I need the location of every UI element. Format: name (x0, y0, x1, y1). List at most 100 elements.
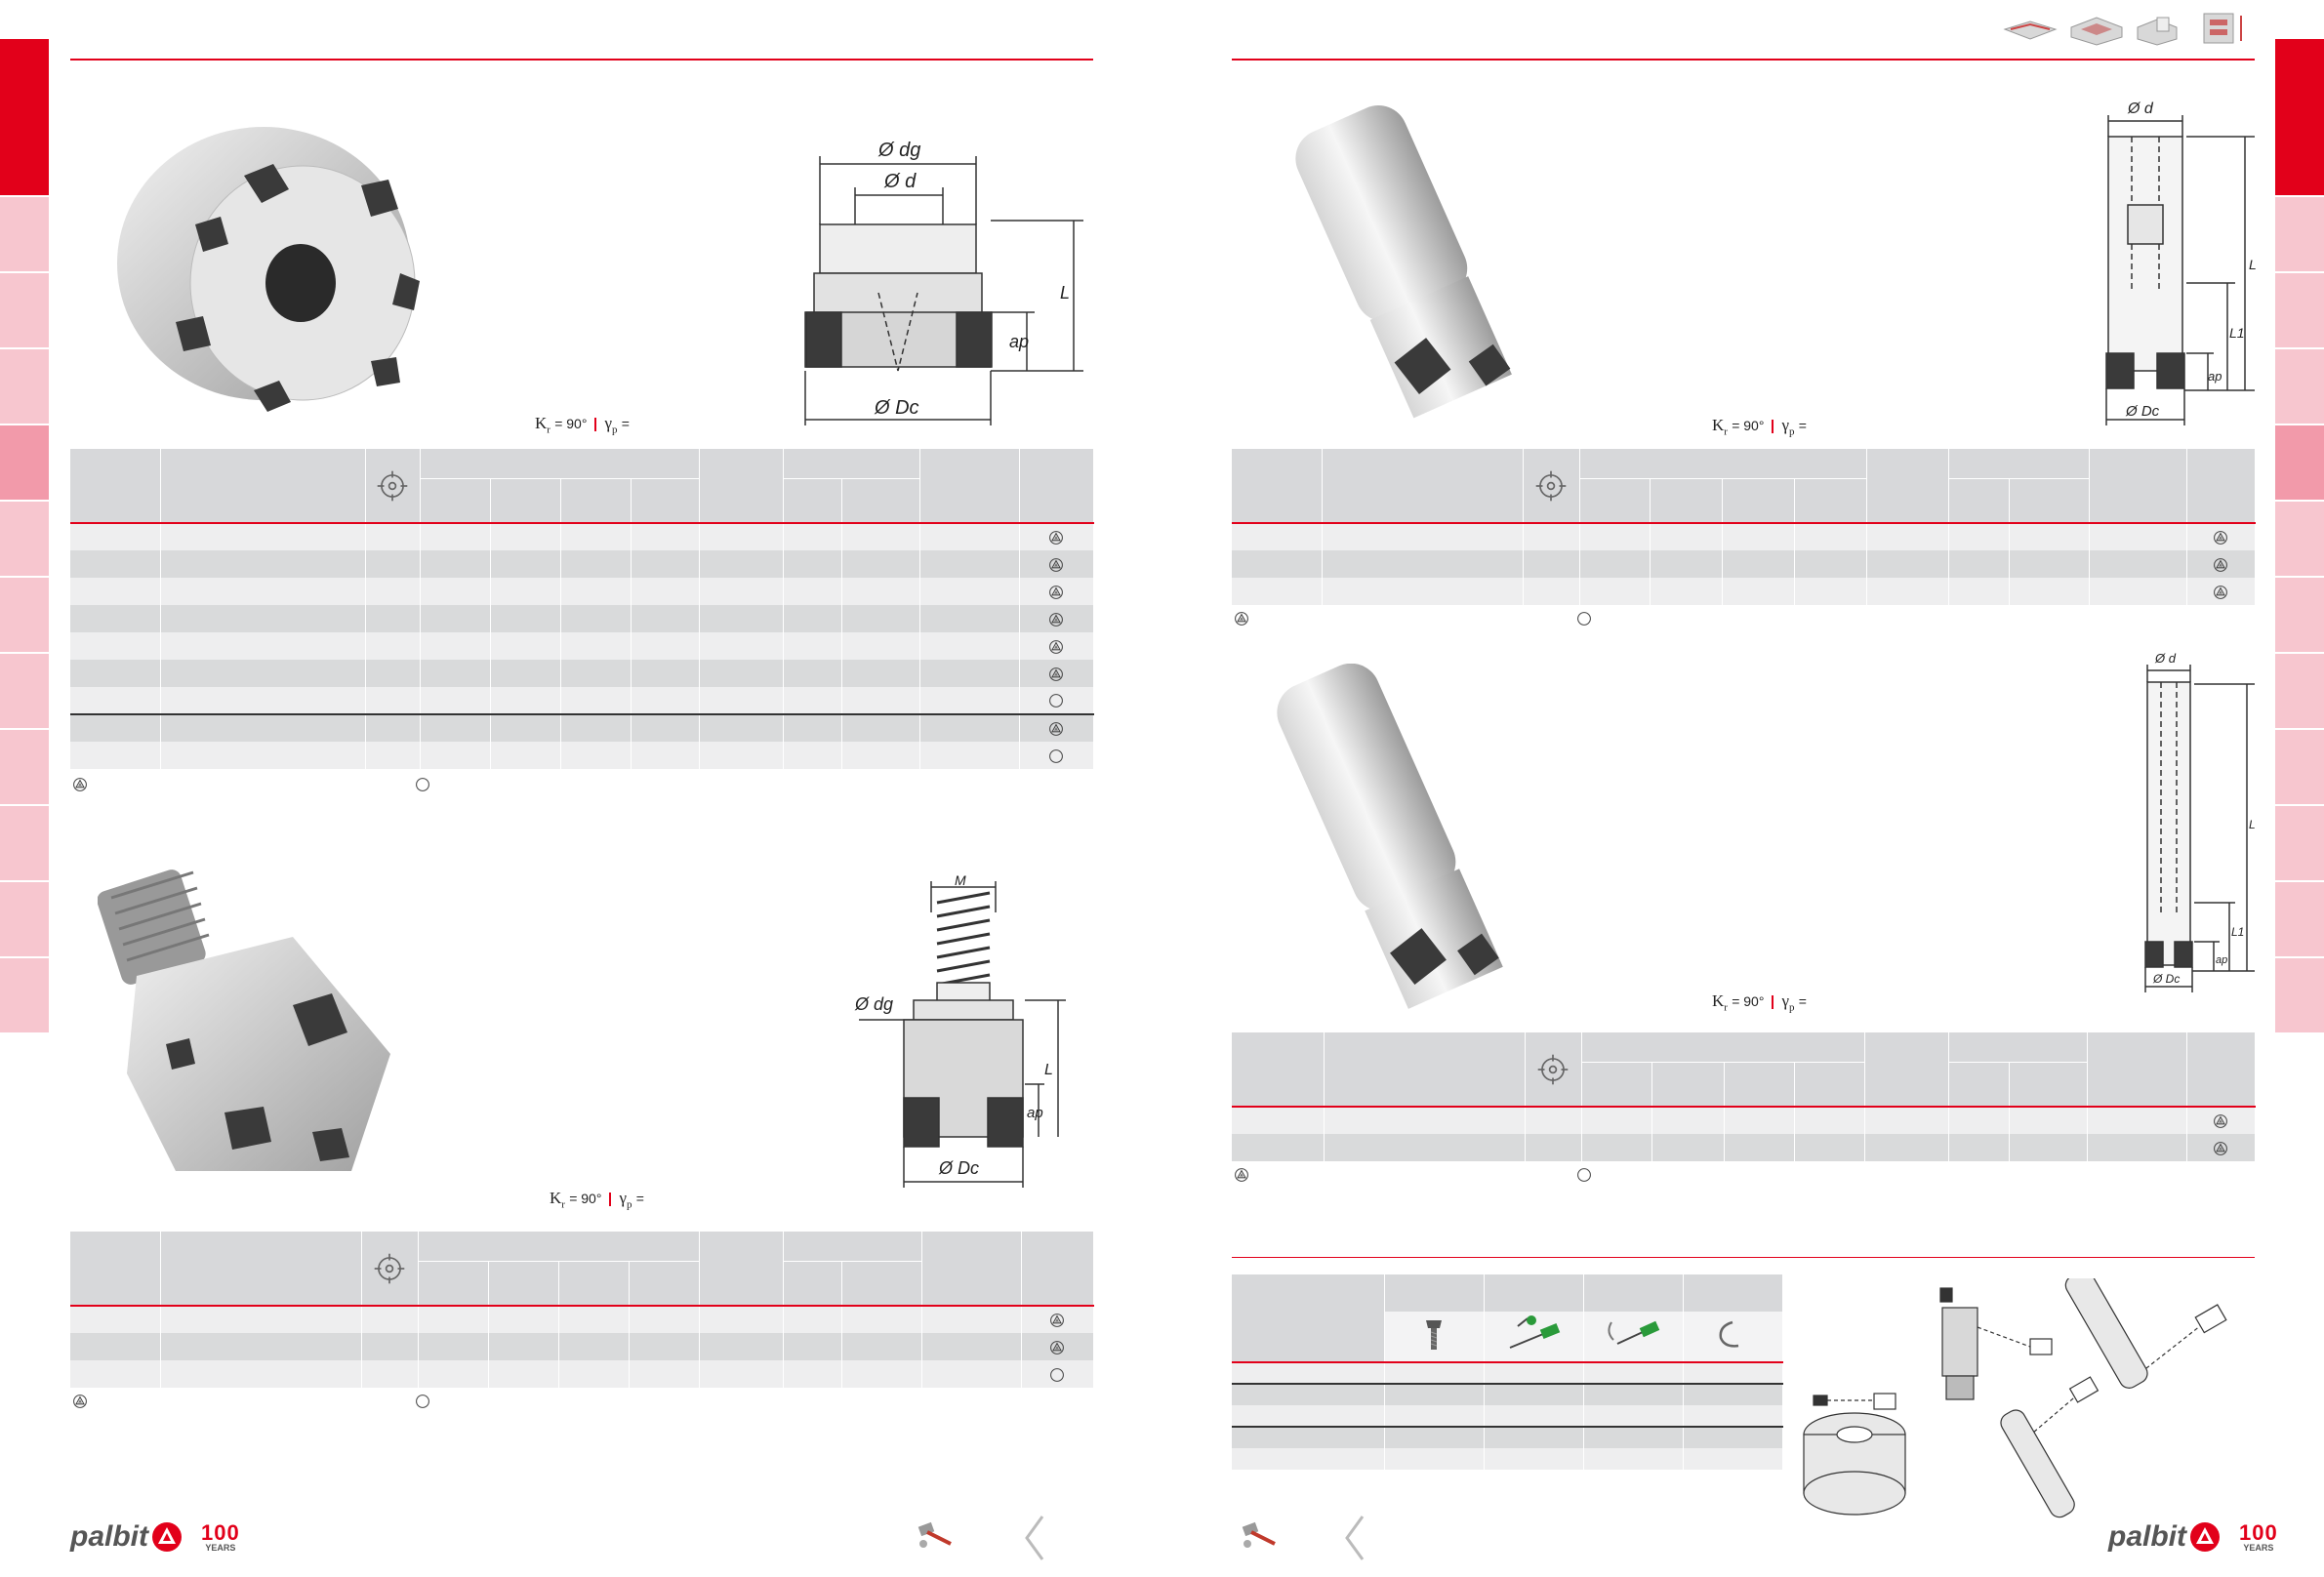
legend-request-icon-1 (416, 778, 429, 791)
header-clamp-cell (365, 449, 421, 523)
dim-l1-4: L1 (2231, 925, 2244, 939)
part-cell (1683, 1312, 1783, 1362)
footer-logo-left: palbit 100 YEARS (70, 1520, 240, 1554)
table-row (70, 632, 1094, 660)
dim-ap-4: ap (2216, 954, 2227, 966)
header-cell (70, 449, 161, 523)
right-tab-7[interactable] (2275, 652, 2324, 728)
end-mill-drawing-2: Ø d L L1 ap Ø Dc (2144, 651, 2256, 992)
header-sub-cell (1724, 1062, 1795, 1107)
right-tab-2[interactable] (2275, 271, 2324, 347)
end-mill-drawing-1: Ø d L L1 ap Ø Dc (2105, 101, 2257, 425)
legend-stock-icon-2 (73, 1395, 87, 1408)
part-cell (1583, 1312, 1684, 1362)
crosshair-circle-icon (377, 470, 408, 501)
brand-triangle-icon (2190, 1522, 2220, 1552)
left-tab-5[interactable] (0, 500, 49, 576)
dim-l1-3: L1 (2229, 325, 2245, 341)
footer-logo-right: palbit 100 YEARS (2108, 1520, 2278, 1554)
left-tab-6[interactable] (0, 576, 49, 652)
header-sub-cell (558, 1261, 630, 1306)
table-row (1232, 550, 2256, 578)
header-sub-cell (1650, 478, 1723, 523)
anniversary-badge: 100 YEARS (201, 1521, 240, 1553)
legend-request-icon-2 (416, 1395, 429, 1408)
table-row (70, 550, 1094, 578)
brand-name: palbit (70, 1520, 148, 1553)
header-sub-cell (1948, 1062, 2010, 1107)
right-tab-4[interactable] (2275, 424, 2324, 500)
header-cell (2186, 1032, 2256, 1107)
header-sub-cell (1794, 478, 1867, 523)
triangle-in-circle-icon (1050, 1314, 1064, 1328)
header-sub-cell (560, 478, 632, 523)
left-tab-11[interactable] (0, 956, 49, 1032)
left-tab-4[interactable] (0, 424, 49, 500)
header-cell (1322, 449, 1524, 523)
left-tab-active[interactable] (0, 39, 49, 195)
header-cell (1232, 449, 1323, 523)
slot-milling-icon (2070, 17, 2123, 46)
right-tab-active[interactable] (2275, 39, 2324, 195)
right-tab-9[interactable] (2275, 804, 2324, 880)
angle-caption-3: Kr = 90°γp = (1712, 416, 1807, 438)
circle-icon (1049, 748, 1063, 763)
header-sub-cell (1794, 1062, 1865, 1107)
table-row (70, 1360, 1094, 1388)
header-cell (70, 1232, 161, 1306)
triangle-in-circle-icon (1050, 1340, 1064, 1355)
right-tab-8[interactable] (2275, 728, 2324, 804)
left-tab-3[interactable] (0, 347, 49, 424)
dim-m: M (955, 873, 966, 888)
triangle-in-circle-icon (2214, 531, 2227, 546)
right-tab-5[interactable] (2275, 500, 2324, 576)
header-group-cell (783, 1232, 922, 1262)
legend-request-icon-3 (1577, 612, 1591, 626)
table-row (70, 742, 1094, 769)
angle-caption-2: Kr = 90°γp = (550, 1189, 644, 1211)
header-clamp-cell (1525, 1032, 1582, 1107)
header-sub-cell (1722, 478, 1795, 523)
right-tab-6[interactable] (2275, 576, 2324, 652)
left-tab-9[interactable] (0, 804, 49, 880)
left-tab-10[interactable] (0, 880, 49, 956)
header-sub-cell (2009, 1062, 2088, 1107)
header-cell (160, 449, 366, 523)
header-group-cell (1579, 449, 1867, 479)
header-sub-cell (629, 1261, 700, 1306)
legend-stock-icon-4 (1235, 1168, 1248, 1182)
table-row (70, 660, 1094, 687)
right-tab-1[interactable] (2275, 195, 2324, 271)
left-tab-2[interactable] (0, 271, 49, 347)
header-sub-cell (1579, 478, 1651, 523)
chevron-left-icon-right[interactable] (1343, 1515, 1366, 1561)
header-sub-cell (418, 1261, 489, 1306)
triangle-in-circle-icon (1049, 612, 1063, 627)
header-sub-cell (1581, 1062, 1652, 1107)
header-sub-cell (2009, 478, 2090, 523)
angle-caption-1: Kr = 90°γp = (535, 414, 630, 436)
right-tab-3[interactable] (2275, 347, 2324, 424)
header-sub-cell (488, 1261, 559, 1306)
chevron-left-icon[interactable] (1023, 1515, 1046, 1561)
right-section-rule (1232, 1257, 2255, 1258)
operation-icons (2003, 13, 2242, 46)
triangle-in-circle-icon (2214, 1141, 2227, 1155)
left-tab-8[interactable] (0, 728, 49, 804)
table-row (1232, 578, 2256, 605)
screw-fit-mill-image (98, 869, 390, 1171)
dim-ap-2: ap (1027, 1105, 1043, 1121)
table-row (70, 687, 1094, 714)
triangle-in-circle-icon (1049, 557, 1063, 572)
header-cell (1324, 1032, 1526, 1107)
triangle-in-circle-icon (2214, 557, 2227, 572)
end-mill-assembly-1 (2064, 1278, 2227, 1389)
torx-key-icon (1509, 1315, 1561, 1349)
crosshair-circle-icon (1535, 470, 1567, 501)
right-tab-11[interactable] (2275, 956, 2324, 1032)
left-tab-1[interactable] (0, 195, 49, 271)
left-tab-7[interactable] (0, 652, 49, 728)
table-row (70, 1333, 1094, 1360)
right-tab-10[interactable] (2275, 880, 2324, 956)
header-clamp-cell (1523, 449, 1580, 523)
